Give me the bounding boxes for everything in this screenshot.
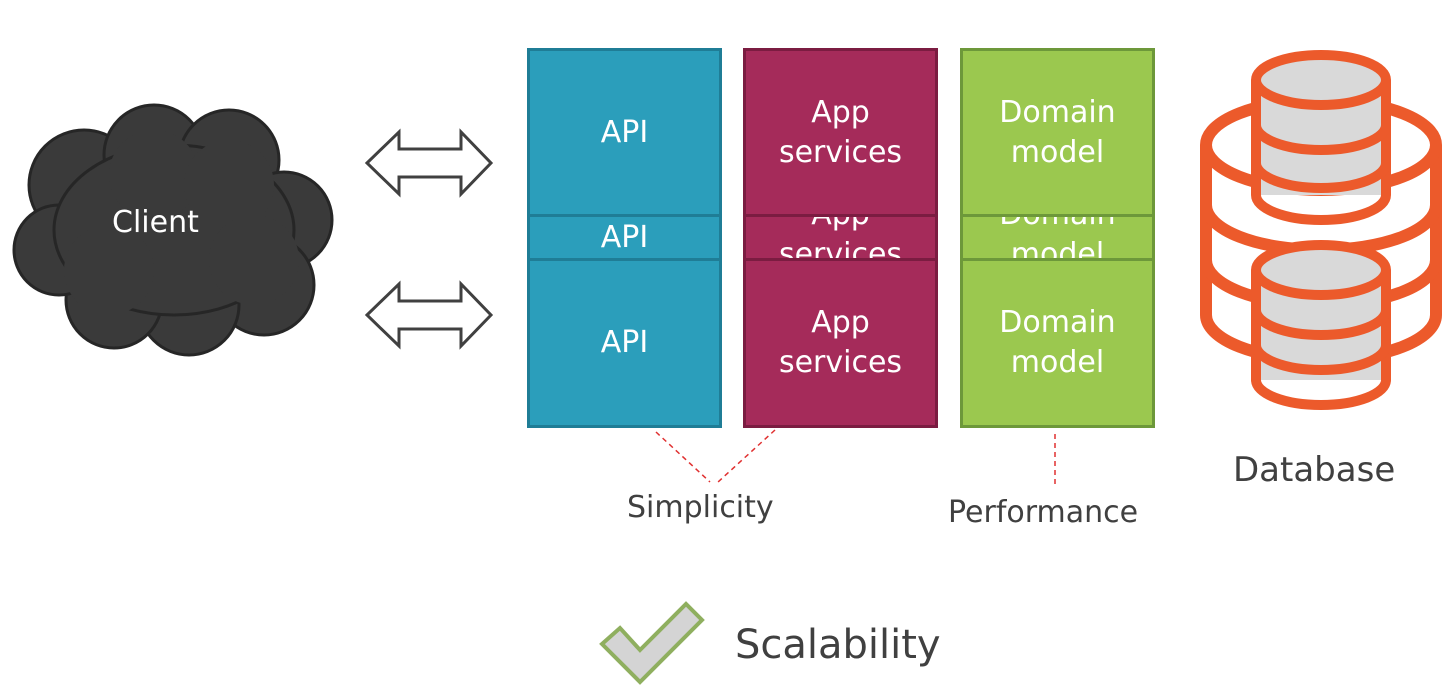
double-arrow-icon-top <box>364 128 494 198</box>
database-icon <box>1200 50 1442 410</box>
client-cloud <box>12 103 334 357</box>
api-block-top: API <box>527 48 722 218</box>
domain-model-label-bottom: Domain model <box>999 305 1116 380</box>
api-label-top: API <box>600 115 649 150</box>
api-block-middle: API <box>527 214 722 262</box>
app-services-block-middle: App services <box>743 214 938 262</box>
app-services-block-top: App services <box>743 48 938 218</box>
client-label: Client <box>112 205 199 240</box>
domain-model-label-top: Domain model <box>999 95 1116 170</box>
domain-model-block-bottom: Domain model <box>960 258 1155 428</box>
database-label: Database <box>1233 450 1396 490</box>
api-label-middle: API <box>600 220 649 255</box>
domain-model-block-top: Domain model <box>960 48 1155 218</box>
performance-label: Performance <box>948 495 1139 530</box>
checkmark-icon <box>599 601 705 685</box>
app-services-label-bottom: App services <box>778 305 903 380</box>
simplicity-label: Simplicity <box>627 490 774 525</box>
api-label-bottom: API <box>600 325 649 360</box>
api-block-bottom: API <box>527 258 722 428</box>
app-services-block-bottom: App services <box>743 258 938 428</box>
double-arrow-icon-bottom <box>364 280 494 350</box>
app-services-label-middle: App services <box>778 214 903 262</box>
domain-model-block-middle: Domain model <box>960 214 1155 262</box>
domain-model-label-middle: Domain model <box>999 214 1116 262</box>
app-services-label-top: App services <box>778 95 903 170</box>
scalability-label: Scalability <box>735 622 941 668</box>
